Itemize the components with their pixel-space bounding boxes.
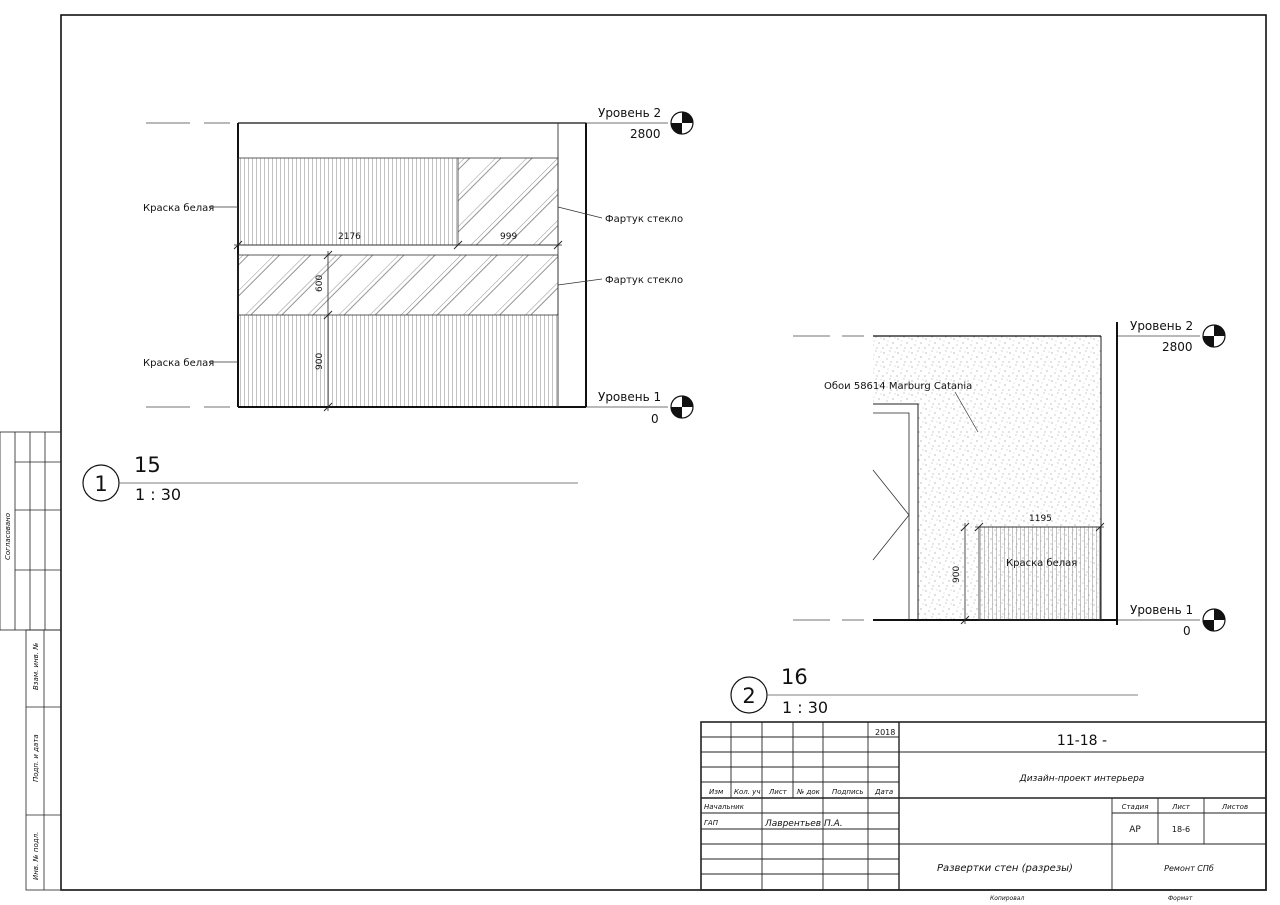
tb-h-date: Дата <box>874 788 893 796</box>
stamp-sign-date: Подп. и дата <box>32 734 40 782</box>
dim-width-right: 999 <box>500 232 517 242</box>
tb-drawing-name: Развертки стен (разрезы) <box>937 863 1073 874</box>
dim-height-bottom: 900 <box>315 353 325 370</box>
tb-h-izm: Изм <box>709 788 724 796</box>
tb-organization: Ремонт СПб <box>1164 864 1214 873</box>
tb-role-head: Начальник <box>704 803 745 811</box>
callout-number: 1 <box>94 472 107 496</box>
level-marker-icon <box>670 395 694 419</box>
level-2-value: 2800 <box>630 127 661 141</box>
level-marker-icon <box>670 111 694 135</box>
tb-copied: Копировал <box>990 895 1024 902</box>
level-1-name: Уровень 1 <box>1130 603 1193 617</box>
label-paint-bottom: Краска белая <box>143 358 214 369</box>
dim-height: 900 <box>952 566 962 583</box>
stamp-inv-orig: Инв. № подл. <box>32 832 40 880</box>
elevation-1: Уровень 2 2800 Уровень 1 0 Краска белая … <box>82 106 694 504</box>
callout-scale: 1 : 30 <box>135 485 181 504</box>
tb-h-list: Лист <box>768 788 788 796</box>
label-apron-middle: Фартук стекло <box>605 275 683 286</box>
tb-stage: АР <box>1129 825 1141 835</box>
level-marker-icon <box>1202 324 1226 348</box>
level-1-value: 0 <box>1183 624 1191 638</box>
elevation-2: Уровень 2 2800 Уровень 1 0 Обои 58614 Ma… <box>730 319 1226 717</box>
tb-sheets-hdr: Листов <box>1221 803 1248 811</box>
level-marker-icon <box>1202 608 1226 632</box>
tb-h-ndoc: № док <box>796 788 821 796</box>
tb-h-kol: Кол. уч <box>734 788 760 796</box>
title-block <box>700 721 1267 891</box>
side-stamp <box>0 431 62 891</box>
tb-year: 2018 <box>875 728 895 737</box>
label-apron-top: Фартук стекло <box>605 214 683 225</box>
callout-sheet: 16 <box>781 665 808 689</box>
label-paint: Краска белая <box>1006 558 1077 569</box>
tb-project: Дизайн-проект интерьера <box>1019 774 1145 784</box>
level-2-value: 2800 <box>1162 340 1193 354</box>
tb-code: 11-18 - <box>1057 733 1107 749</box>
tb-sheet: 18-6 <box>1172 825 1190 834</box>
label-paint-top: Краска белая <box>143 203 214 214</box>
callout-number: 2 <box>742 684 755 708</box>
callout-scale: 1 : 30 <box>782 698 828 717</box>
tb-stage-hdr: Стадия <box>1122 803 1149 811</box>
stamp-agreed: Согласовано <box>4 513 12 560</box>
tb-role-gap: ГАП <box>704 819 719 827</box>
tb-h-sign: Подпись <box>832 788 864 796</box>
tb-author: Лаврентьев П.А. <box>764 819 843 829</box>
callout-sheet: 15 <box>134 453 161 477</box>
level-1-name: Уровень 1 <box>598 390 661 404</box>
stamp-inv-replace: Взам. инв. № <box>32 642 40 690</box>
level-2-name: Уровень 2 <box>598 106 661 120</box>
tb-format: Формат <box>1168 895 1193 902</box>
level-1-value: 0 <box>651 412 659 426</box>
dim-height-apron: 600 <box>315 275 325 292</box>
dim-width: 1195 <box>1029 514 1052 524</box>
label-wallpaper: Обои 58614 Marburg Catania <box>824 381 972 392</box>
dim-width-left: 2176 <box>338 232 361 242</box>
level-2-name: Уровень 2 <box>1130 319 1193 333</box>
tb-sheet-hdr: Лист <box>1171 803 1191 811</box>
